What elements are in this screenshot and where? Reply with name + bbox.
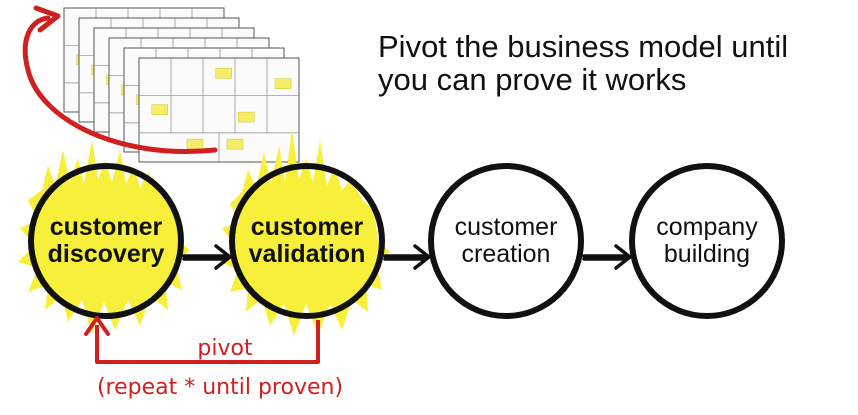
top-pivot-arrow [22, 15, 218, 154]
sticky-note [237, 111, 255, 123]
sticky-note [226, 138, 244, 150]
stage-circle-validation [229, 163, 385, 319]
stage-circle-building [629, 163, 785, 319]
headline-line-2: you can prove it works [378, 62, 687, 97]
sticky-note [151, 104, 169, 116]
stage-circle-creation [428, 163, 584, 319]
stage-label-discovery: customer discovery [47, 213, 165, 268]
headline: Pivot the business model until you can p… [378, 30, 848, 96]
canvas-sheet [138, 57, 300, 163]
business-model-canvas-stack [63, 7, 300, 163]
sticky-note [186, 138, 204, 150]
sticky-note [274, 78, 292, 90]
headline-line-1: Pivot the business model until [378, 29, 789, 64]
sticky-note [215, 68, 233, 79]
pivot-loop-arrow [95, 320, 320, 364]
stage-circle-discovery [28, 163, 184, 319]
stage-label-building: company building [656, 213, 758, 268]
pivot-loop-arrowhead-icon [84, 316, 110, 336]
stage-label-creation: customer creation [454, 213, 558, 268]
pivot-label: pivot [197, 336, 253, 361]
stage-arrow-3 [582, 244, 633, 270]
top-pivot-arrowhead-icon [33, 5, 61, 33]
stage-arrow-2 [383, 244, 432, 270]
stage-arrow-1 [182, 244, 233, 270]
discovery-highlight [18, 140, 190, 334]
stage-label-validation: customer validation [248, 213, 366, 268]
repeat-until-proven-label: (repeat * until proven) [96, 375, 344, 400]
